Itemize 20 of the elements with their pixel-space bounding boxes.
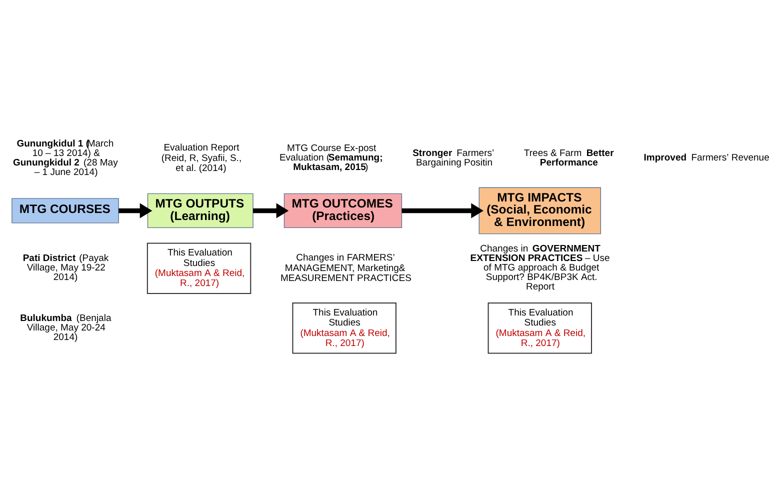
node-label: Stronger Farmers’ Bargaining Positin: [412, 147, 494, 168]
node-label: Changes in GOVERNMENT EXTENSION PRACTICES – Use of MTG approach & Budget Support? BP4K/BP3K Act. Report: [470, 243, 610, 292]
arrow: [253, 202, 289, 218]
node-label: Evaluation Report (Reid, R, Syafii, S., et al. (2014): [161, 142, 242, 174]
node-box: This Evaluation Studies (Muktasam A & Reid, R., 2017): [488, 302, 592, 354]
node-box: This Evaluation Studies (Muktasam A & Reid, R., 2017): [292, 302, 396, 354]
node-label: Trees & Farm Better Performance: [524, 147, 614, 168]
node-label: Changes in FARMERS’ MANAGEMENT, Marketing& MEASUREMENT PRACTICES: [280, 252, 412, 284]
arrow: [118, 202, 152, 218]
node-box: MTG OUTPUTS (Learning): [147, 192, 254, 228]
node-box: MTG IMPACTS (Social, Economic & Environment): [478, 186, 601, 234]
arrow: [402, 202, 484, 218]
node-label: Pati District (Payak Village, May 19-22 2014): [22, 252, 109, 283]
node-label: Gunungkidul 1 (March 10 – 13 2014) & Gunungkidul 2 (28 May – 1 June 2014): [12, 138, 118, 178]
node-label: Bulukumba (Benjala Village, May 20-24 2014): [20, 312, 112, 342]
node-box: This Evaluation Studies (Muktasam A & Reid, R., 2017): [146, 242, 252, 294]
node-label: MTG Course Ex-post Evaluation (Semamung; Muktasam, 2015): [279, 142, 383, 173]
node-box: MTG COURSES: [12, 198, 119, 223]
node-box: MTG OUTCOMES (Practices): [284, 192, 402, 228]
node-label: Improved Farmers’ Revenue: [644, 152, 770, 163]
